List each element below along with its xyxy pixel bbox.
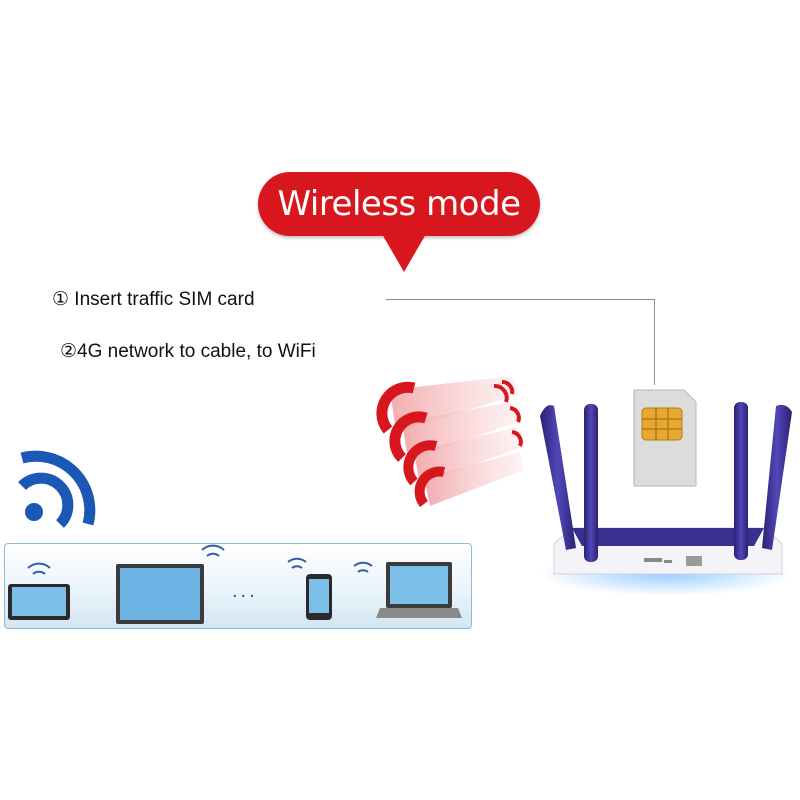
title-text: Wireless mode — [277, 184, 522, 224]
callout-line-horizontal — [386, 299, 654, 300]
laptop-icon — [353, 561, 462, 618]
title-badge: Wireless mode — [258, 172, 540, 236]
router-icon — [538, 402, 794, 596]
phone-icon — [287, 557, 332, 620]
sim-card-icon — [633, 389, 697, 487]
tablet-icon — [8, 562, 70, 620]
step-network-to-wifi: ②4G network to cable, to WiFi — [60, 341, 316, 362]
callout-line-vertical — [654, 299, 655, 385]
title-pointer — [382, 234, 426, 272]
device-ellipsis: ... — [232, 580, 258, 602]
wifi-signal-icon — [18, 450, 96, 528]
red-signal-waves-icon — [376, 376, 524, 508]
monitor-icon — [116, 544, 225, 624]
step-insert-sim: ① Insert traffic SIM card — [52, 289, 255, 310]
